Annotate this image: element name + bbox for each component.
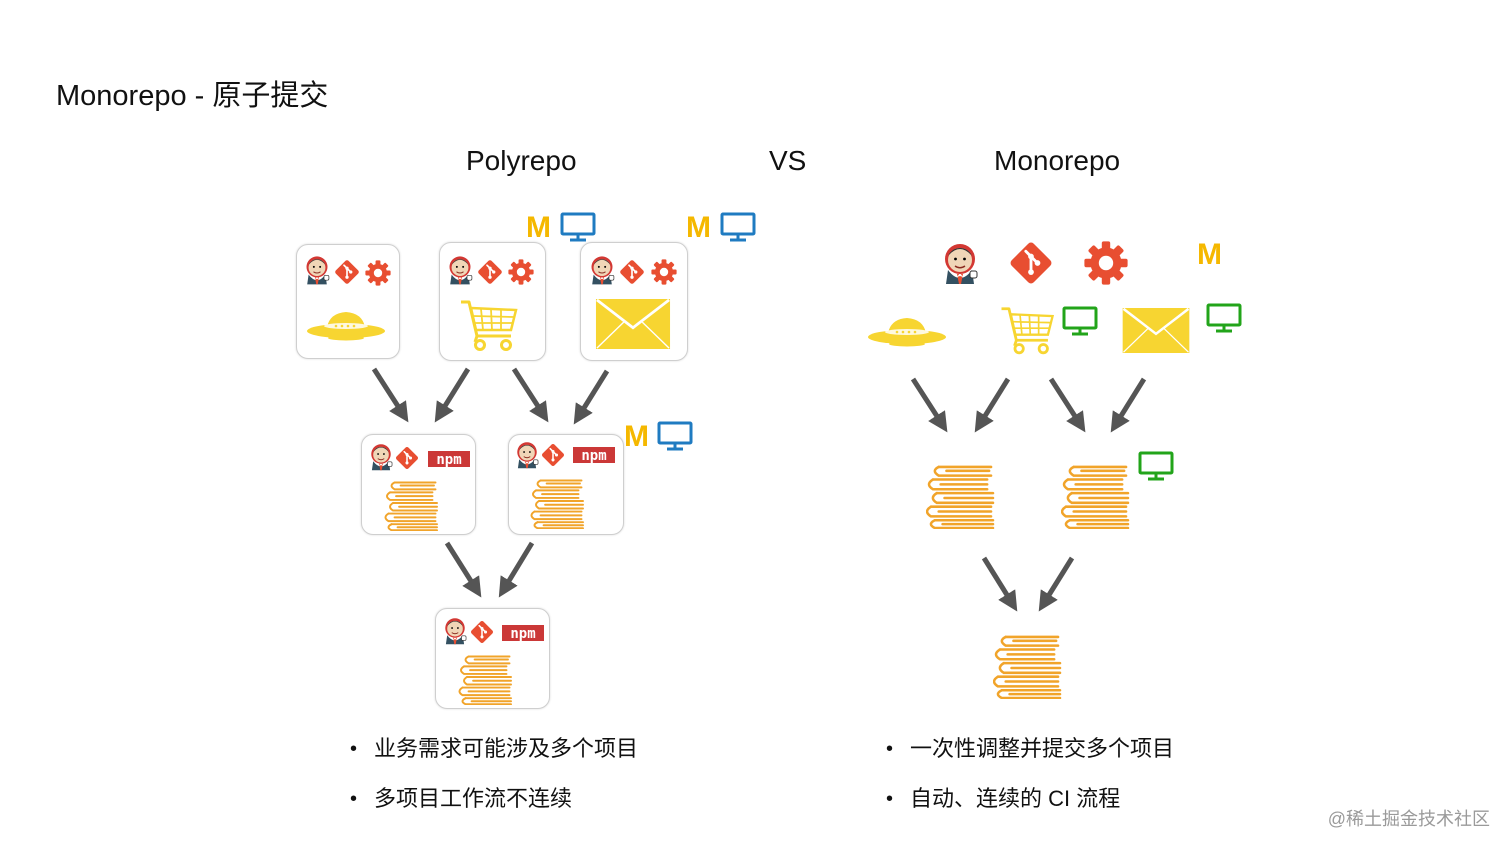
bullet-item: 业务需求可能涉及多个项目 — [350, 734, 638, 784]
gear-icon — [1084, 241, 1128, 285]
arrow — [981, 556, 1018, 612]
bullets-right: 一次性调整并提交多个项目 自动、连续的 CI 流程 — [886, 734, 1174, 834]
bullet-item: 多项目工作流不连续 — [350, 784, 638, 834]
m-label: M — [624, 420, 649, 453]
svg-text:npm: npm — [510, 626, 535, 642]
monitor-icon — [560, 212, 596, 242]
npm-icon: npm — [573, 447, 615, 464]
bullet-item: 一次性调整并提交多个项目 — [886, 734, 1174, 784]
heading-vs: VS — [769, 145, 807, 176]
arrow — [1110, 377, 1147, 433]
ufo-icon — [868, 318, 946, 347]
books-icon — [530, 479, 585, 529]
page-title: Monorepo - 原子提交 — [56, 80, 329, 112]
jenkins-icon — [305, 255, 330, 285]
git-icon — [469, 619, 495, 645]
gear-icon — [365, 260, 391, 286]
arrow — [498, 541, 535, 598]
arrow — [511, 367, 549, 423]
git-icon — [618, 258, 646, 286]
bullet-item: 自动、连续的 CI 流程 — [886, 784, 1174, 834]
books-icon — [458, 655, 513, 705]
arrow — [1048, 377, 1086, 433]
poly-arrows — [371, 367, 610, 598]
git-icon — [476, 258, 504, 286]
poly-card-cart-icons — [448, 255, 534, 351]
heading-monorepo: Monorepo — [994, 145, 1121, 176]
poly-card-lib-2-icons: npm — [516, 441, 615, 529]
npm-icon: npm — [428, 451, 470, 468]
books-icon — [1061, 465, 1130, 529]
jenkins-icon — [448, 255, 473, 285]
poly-card-ufo-icons — [305, 255, 391, 341]
ufo-icon — [307, 312, 385, 341]
cart-icon — [1000, 307, 1054, 355]
arrow — [1038, 556, 1075, 612]
gear-icon — [508, 259, 534, 285]
monitor-icon — [720, 212, 756, 242]
git-icon — [394, 445, 420, 471]
monitor-icon — [1062, 306, 1098, 336]
monitor-icon — [657, 421, 693, 451]
arrow — [974, 377, 1011, 433]
jenkins-icon — [944, 243, 978, 285]
m-label: M — [526, 211, 551, 244]
heading-polyrepo: Polyrepo — [466, 145, 577, 176]
poly-card-lib-3-icons: npm — [444, 617, 544, 705]
git-icon — [333, 258, 361, 286]
monitor-icon — [1138, 451, 1174, 481]
arrow — [371, 367, 409, 423]
jenkins-icon — [370, 443, 393, 471]
npm-icon: npm — [502, 625, 544, 642]
svg-text:npm: npm — [581, 448, 606, 464]
mail-icon — [595, 299, 671, 349]
gear-icon — [651, 259, 677, 285]
m-label: M — [686, 211, 711, 244]
m-label: M — [1197, 238, 1222, 271]
jenkins-icon — [590, 255, 615, 285]
jenkins-icon — [516, 441, 539, 469]
poly-card-mail-icons — [590, 255, 677, 349]
cart-icon — [459, 300, 518, 351]
mail-icon — [1121, 308, 1191, 353]
books-icon — [993, 635, 1062, 699]
watermark: @稀土掘金技术社区 — [1327, 809, 1490, 829]
poly-card-lib-1-icons: npm — [370, 443, 470, 531]
arrow — [444, 541, 482, 598]
arrow — [573, 369, 610, 425]
jenkins-icon — [444, 617, 467, 645]
arrow — [910, 377, 948, 433]
git-icon — [540, 442, 566, 468]
arrow — [434, 367, 471, 423]
mono-arrows — [910, 377, 1147, 612]
bullets-left: 业务需求可能涉及多个项目 多项目工作流不连续 — [350, 734, 638, 834]
books-icon — [384, 481, 439, 531]
svg-text:npm: npm — [436, 452, 461, 468]
books-icon — [926, 465, 995, 529]
git-icon — [1007, 239, 1055, 287]
monitor-icon — [1206, 303, 1242, 333]
